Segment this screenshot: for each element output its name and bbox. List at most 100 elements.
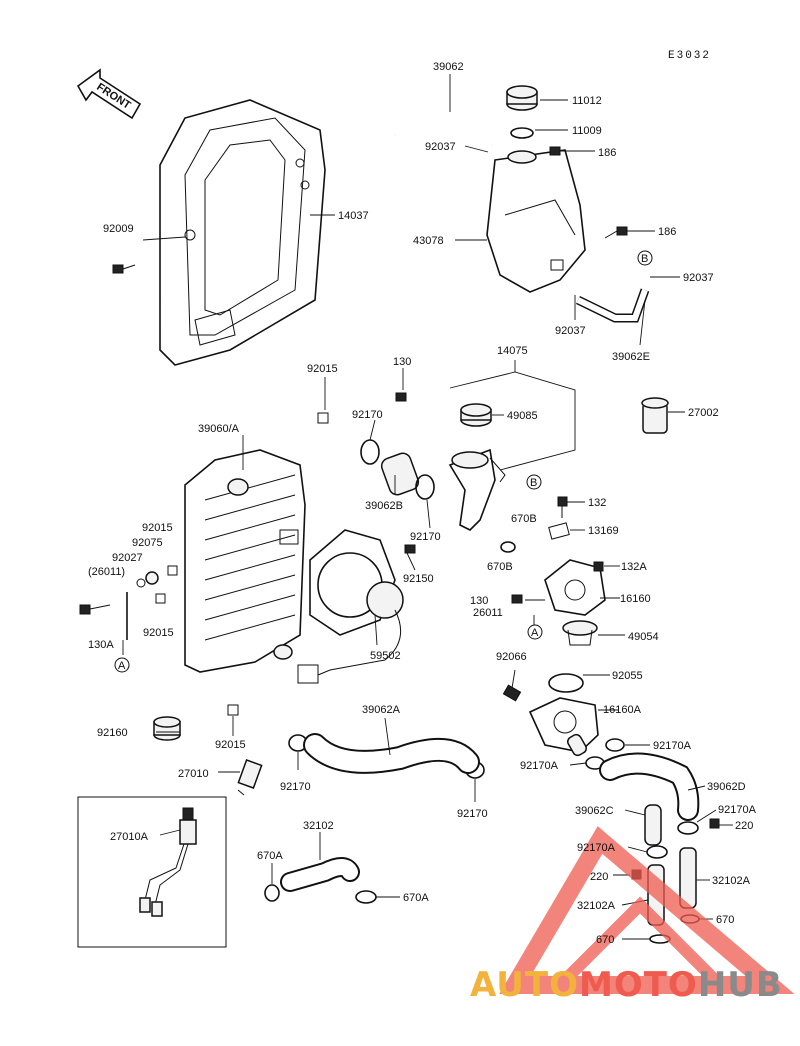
svg-text:A: A	[118, 660, 126, 672]
radiator-cap	[460, 403, 492, 427]
label-186-mid: 186	[658, 226, 676, 238]
bolt-186-top	[549, 146, 575, 156]
label-92170A-a: 92170A	[653, 740, 692, 752]
label-670B-a: 670B	[511, 513, 537, 525]
watermark-logo-icon	[499, 826, 795, 994]
nut-92015-l1	[167, 565, 178, 576]
pump-cover-16160A	[528, 697, 599, 757]
radiator-shroud	[159, 99, 326, 366]
label-92170A-d: 92170A	[577, 842, 616, 854]
label-13169: 13169	[588, 525, 619, 537]
label-92066: 92066	[496, 651, 527, 663]
label-92170-d: 92170	[457, 808, 488, 820]
label-14075: 14075	[497, 345, 528, 357]
svg-text:A: A	[531, 627, 539, 639]
label-32102A-b: 32102A	[577, 900, 616, 912]
clamp-92170-b	[415, 474, 435, 500]
thermostat-housing	[448, 448, 506, 531]
thermostat-cover-16160	[544, 522, 606, 616]
label-92015-l2: 92015	[143, 627, 174, 639]
part-labels: 39062 11012 11009 92037 186 92009 14037 …	[88, 61, 757, 946]
label-130-mid: 130	[470, 595, 488, 607]
nut-92015-l2	[155, 593, 166, 604]
clamp-92170-a	[360, 439, 380, 465]
inset-box	[77, 796, 227, 948]
hose-39062C	[644, 804, 662, 846]
label-92170-c: 92170	[280, 781, 311, 793]
label-92170A-b: 92170A	[520, 760, 559, 772]
watermark-part-moto: MOTO	[578, 965, 698, 1005]
label-26011-paren: (26011)	[88, 566, 125, 578]
diagram-code: E3032	[668, 50, 712, 62]
collar-92027	[136, 578, 146, 588]
nut-92015-top	[317, 412, 329, 424]
bolt-220-a	[709, 818, 720, 829]
label-92170-a: 92170	[352, 409, 383, 421]
label-16160A: 16160A	[603, 704, 642, 716]
watermark-part-hub: HUB	[697, 965, 783, 1005]
reservoir-cap	[506, 85, 538, 111]
label-92170-b: 92170	[410, 531, 441, 543]
label-670B-b: 670B	[487, 561, 513, 573]
label-39062D: 39062D	[707, 781, 746, 793]
label-220-b: 220	[590, 871, 608, 883]
label-49054: 49054	[628, 631, 659, 643]
fan-switch-27010	[237, 759, 263, 796]
clamp-92170A-a	[605, 738, 625, 752]
label-27010A: 27010A	[110, 831, 149, 843]
bolt-130-mid	[511, 594, 523, 604]
label-27002: 27002	[688, 407, 719, 419]
label-92037-right: 92037	[683, 272, 714, 284]
label-670-b: 670	[596, 934, 614, 946]
watermark-text: AUTOMOTOHUB	[470, 965, 783, 1005]
label-11009: 11009	[572, 125, 602, 137]
label-39062B: 39062B	[365, 500, 403, 512]
reservoir-tank	[486, 149, 586, 293]
cooling-fan	[297, 529, 404, 684]
o-ring-670A-a	[264, 884, 280, 902]
bolt-92009	[112, 264, 136, 274]
bolt-132A	[593, 561, 604, 572]
label-92037-low: 92037	[555, 325, 586, 337]
label-220-a: 220	[735, 820, 753, 832]
rubber-mount-92160	[153, 716, 181, 741]
label-130-top: 130	[393, 356, 411, 368]
cap-gasket	[510, 127, 534, 139]
label-27010: 27010	[178, 768, 209, 780]
label-132A: 132A	[621, 561, 647, 573]
label-43078: 43078	[413, 235, 444, 247]
clamp-92170A-c	[677, 821, 699, 835]
label-11012: 11012	[572, 95, 602, 107]
label-39062A: 39062A	[362, 704, 401, 716]
thermostat-49054	[562, 620, 598, 646]
nut-92015-bot	[227, 704, 239, 716]
o-ring-92055	[548, 673, 584, 693]
label-26011: 26011	[473, 607, 503, 619]
label-132: 132	[588, 497, 606, 509]
label-32102A-a: 32102A	[712, 875, 751, 887]
bolt-186-mid	[604, 226, 628, 239]
label-92027: 92027	[112, 552, 143, 564]
label-39062C: 39062C	[575, 805, 614, 817]
label-92160: 92160	[97, 727, 128, 739]
svg-text:B: B	[641, 253, 648, 265]
label-186-top: 186	[598, 147, 616, 159]
watermark-part-auto: AUTO	[470, 965, 579, 1005]
short-hose-39062B	[380, 452, 420, 496]
leader-lines	[122, 74, 733, 940]
label-39060A: 39060/A	[198, 423, 240, 435]
label-39062E: 39062E	[612, 351, 650, 363]
label-92015-bot: 92015	[215, 739, 246, 751]
label-14037: 14037	[338, 210, 369, 222]
bolt-130A	[79, 604, 111, 615]
label-92150: 92150	[403, 573, 434, 585]
o-ring-670B	[500, 541, 516, 553]
temperature-sensor-27010A	[139, 807, 197, 917]
label-670A-a: 670A	[257, 850, 283, 862]
grommet-27002	[641, 397, 669, 434]
svg-text:B: B	[530, 477, 537, 489]
label-32102: 32102	[303, 820, 334, 832]
label-92037-top: 92037	[425, 141, 456, 153]
label-39062: 39062	[433, 61, 464, 73]
